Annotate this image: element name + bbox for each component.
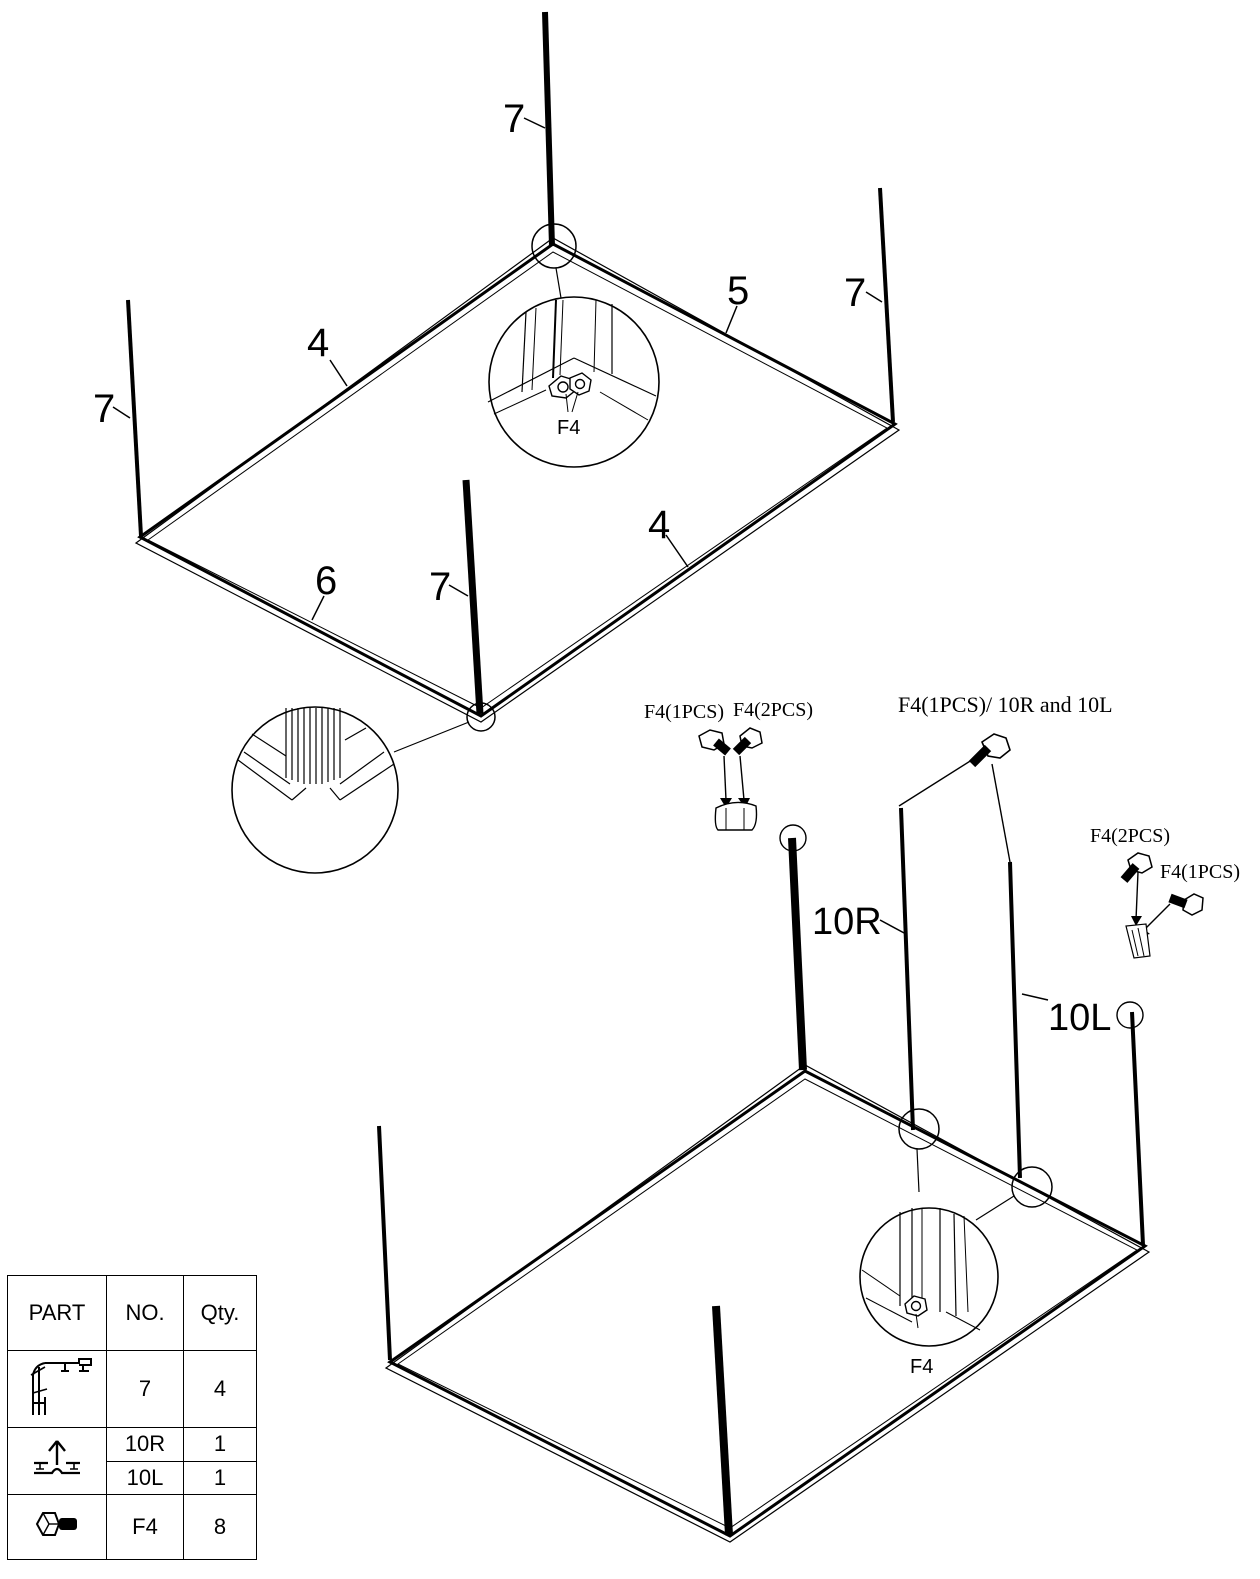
- callout-post-back: 7: [503, 97, 525, 141]
- post-10r: [899, 807, 915, 1131]
- row-qty: 4: [183, 1350, 257, 1428]
- detail-bottom-bolt-label: F4: [910, 1356, 933, 1378]
- top-base-frame: [134, 237, 901, 723]
- bolt-group-a: [698, 727, 763, 831]
- bolt-group-c: [1120, 852, 1204, 959]
- header-part: PART: [7, 1275, 107, 1351]
- callout-post-right: 7: [844, 271, 866, 315]
- callout-10r: 10R: [812, 901, 882, 943]
- header-no: NO.: [106, 1275, 184, 1351]
- row-qty: 1: [183, 1460, 257, 1495]
- header-qty: Qty.: [183, 1275, 257, 1351]
- row-qty: 1: [183, 1427, 257, 1462]
- table-row: F4 8: [7, 1494, 257, 1560]
- table-row: 10L 1: [8, 1460, 257, 1495]
- post-10l: [1008, 861, 1022, 1179]
- top-post-front: [462, 479, 484, 715]
- callout-10l: 10L: [1048, 997, 1111, 1039]
- bottom-post-back: [788, 837, 807, 1071]
- callout-side-right: 4: [648, 503, 670, 547]
- bolt-icon: [7, 1494, 107, 1560]
- row-no: F4: [106, 1494, 184, 1560]
- detail-door-post-base: F4: [859, 1207, 999, 1378]
- row-no: 10R: [106, 1427, 184, 1462]
- detail-front-corner: [231, 706, 399, 874]
- bolt-note-a2: F4(2PCS): [733, 699, 813, 721]
- bolt-note-a1: F4(1PCS): [644, 701, 724, 723]
- bolt-note-c1: F4(2PCS): [1090, 825, 1170, 847]
- bottom-post-left: [377, 1125, 392, 1361]
- callout-post-front: 7: [429, 565, 451, 609]
- bottom-post-front: [712, 1305, 733, 1536]
- callout-post-left: 7: [93, 387, 115, 431]
- row-no: 7: [106, 1350, 184, 1428]
- door-post-profile-icon: [7, 1427, 107, 1495]
- bottom-base-frame: [384, 1064, 1151, 1543]
- bolt-note-c2: F4(1PCS): [1160, 861, 1240, 883]
- row-qty: 8: [183, 1494, 257, 1560]
- top-post-left: [126, 299, 143, 537]
- callout-back-rail: 5: [727, 269, 749, 313]
- row-no: 10L: [106, 1460, 184, 1495]
- callout-side-left: 4: [307, 321, 329, 365]
- table-row: 10R 1: [7, 1427, 257, 1495]
- parts-table: PART NO. Qty. 7 4 10R 1 10L 1: [7, 1275, 257, 1560]
- corner-post-profile-icon: [7, 1350, 107, 1428]
- top-post-back: [542, 11, 555, 247]
- parts-table-header: PART NO. Qty.: [7, 1275, 257, 1351]
- bolt-note-b: F4(1PCS)/ 10R and 10L: [898, 692, 1113, 717]
- detail-top-bolt-label: F4: [557, 417, 580, 439]
- table-row: 7 4: [7, 1350, 257, 1428]
- callout-front-rail: 6: [315, 559, 337, 603]
- bottom-post-right: [1130, 1011, 1145, 1246]
- detail-back-corner: F4: [487, 296, 660, 468]
- bolt-icon: [968, 733, 1011, 768]
- top-post-right: [878, 187, 895, 423]
